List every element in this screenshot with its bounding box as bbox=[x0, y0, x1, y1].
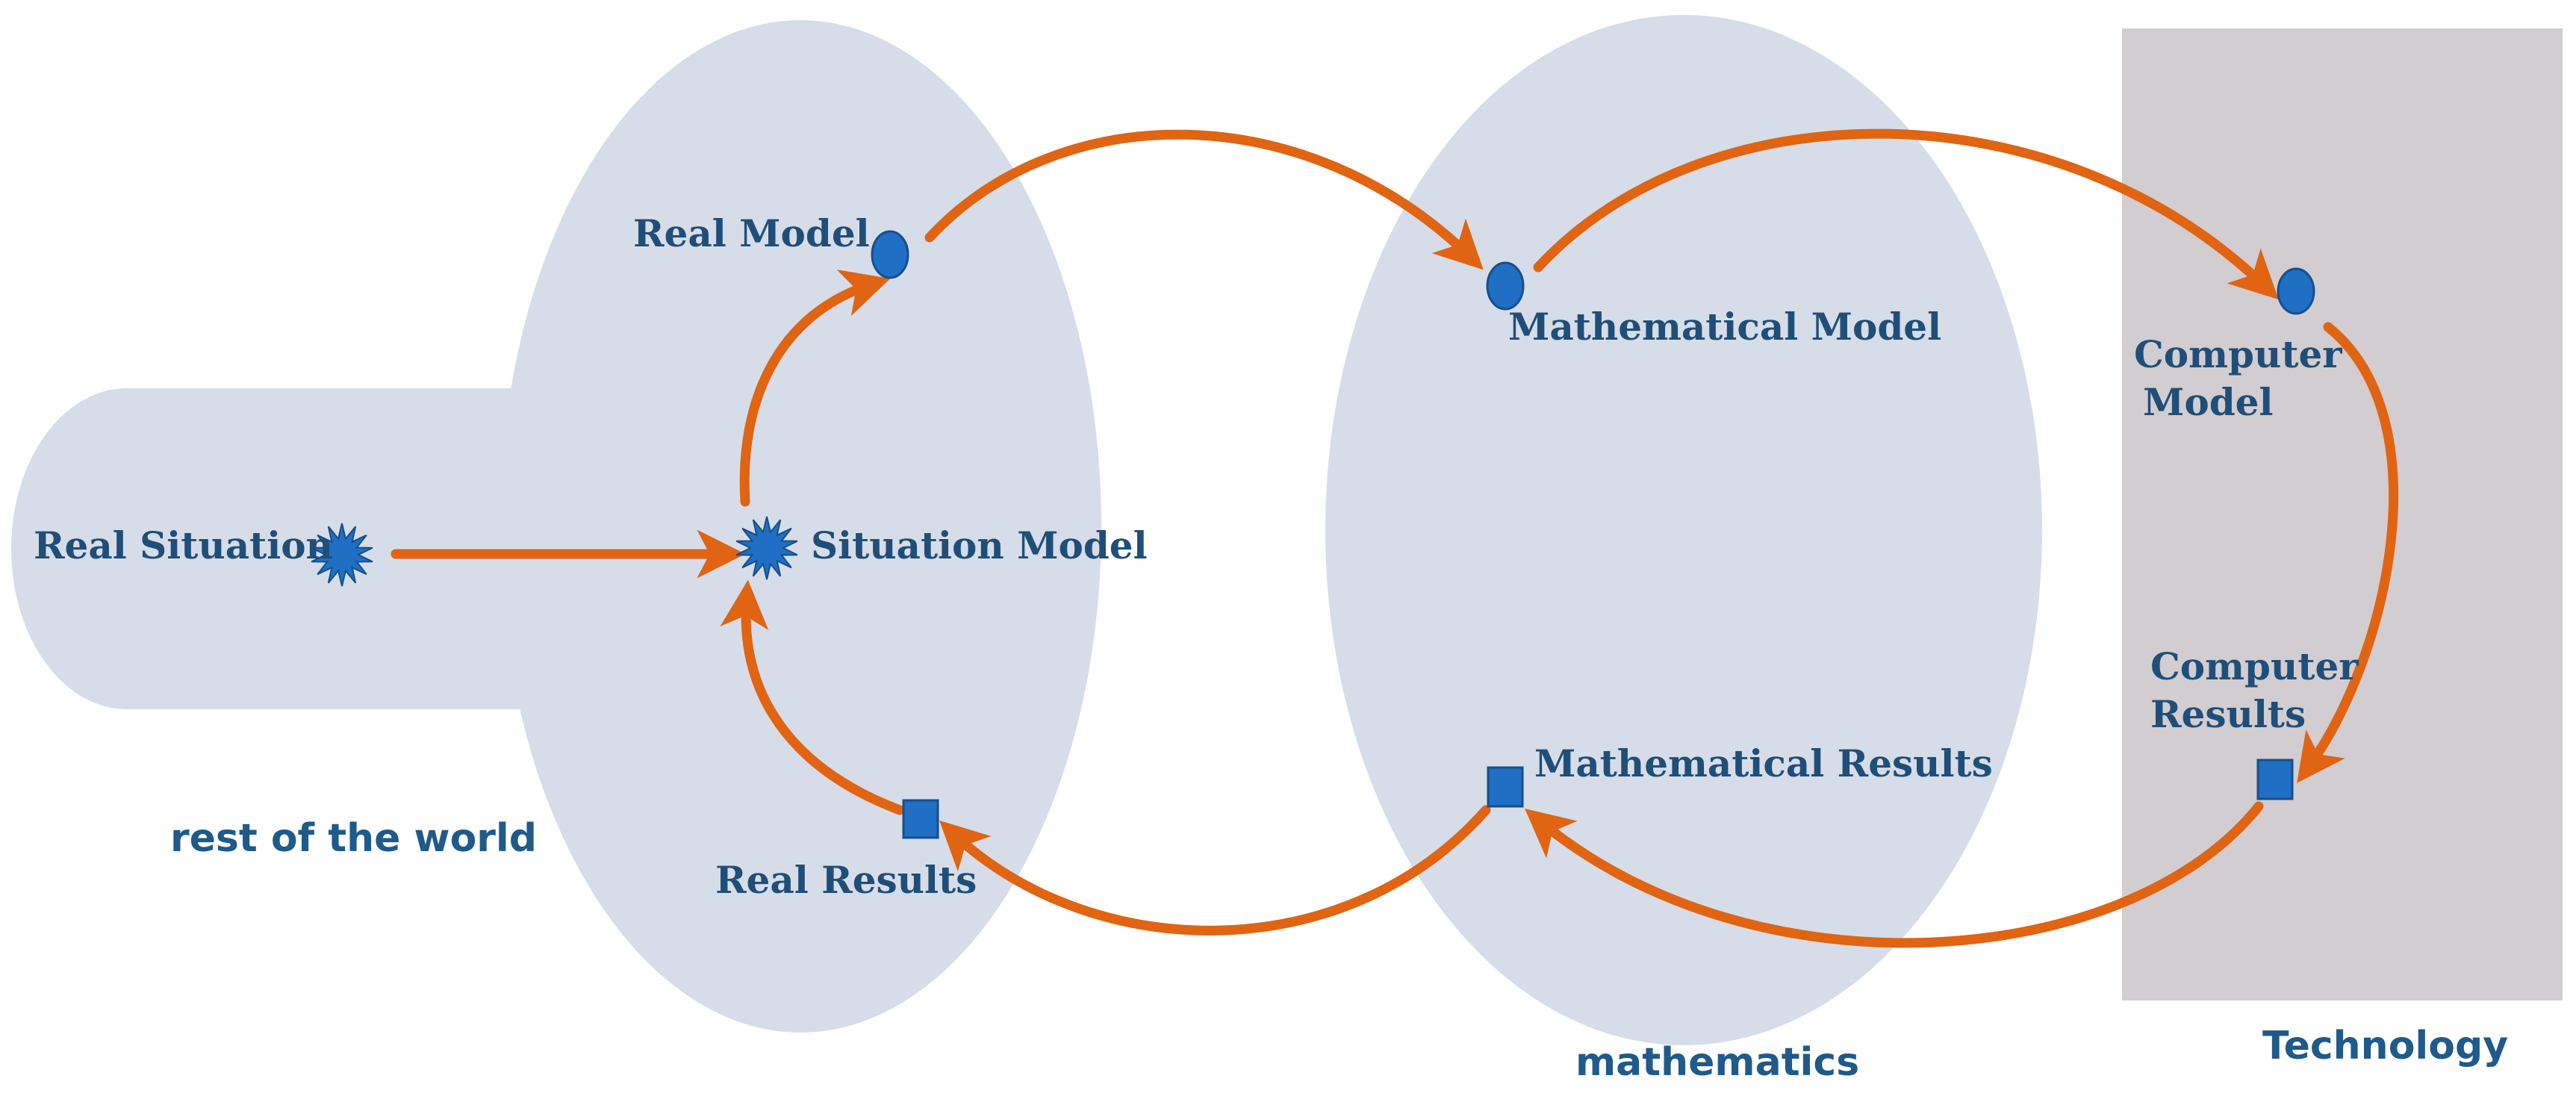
world-region-bar bbox=[11, 388, 567, 709]
world-region-label: rest of the world bbox=[170, 816, 537, 861]
arrow-mathematical-model-to-computer-model bbox=[1533, 128, 2279, 300]
real-model-label: Real Model bbox=[633, 211, 870, 255]
technology-region bbox=[2122, 28, 2563, 1000]
computer-model-label-line1: Computer bbox=[2134, 332, 2342, 376]
real-model-node bbox=[871, 230, 909, 279]
arrow-real-results-to-situation-model bbox=[720, 579, 905, 815]
situation-model-starburst-icon bbox=[735, 516, 798, 580]
computer-results-label-line1: Computer bbox=[2150, 644, 2359, 688]
mathematical-results-label: Mathematical Results bbox=[1534, 741, 1993, 785]
regions bbox=[11, 15, 2563, 1045]
real-situation-label: Real Situation bbox=[34, 523, 333, 567]
real-situation-starburst-icon bbox=[311, 523, 373, 587]
arrow-computer-results-to-mathematical-results bbox=[1525, 801, 2264, 948]
computer-results-node bbox=[2256, 759, 2294, 800]
mathematical-model-node bbox=[1486, 261, 1525, 311]
node-labels: Real Situation Situation Model Real Mode… bbox=[34, 211, 2359, 902]
technology-region-label: Technology bbox=[2262, 1024, 2508, 1068]
situation-model-label: Situation Model bbox=[811, 523, 1148, 567]
arrow-real-model-to-mathematical-model bbox=[924, 129, 1484, 270]
real-results-node bbox=[902, 799, 939, 839]
mathematical-results-node bbox=[1487, 766, 1524, 808]
nodes bbox=[311, 230, 2315, 839]
mathematics-region-label: mathematics bbox=[1575, 1040, 1859, 1085]
computer-results-label-line2: Results bbox=[2150, 692, 2306, 736]
arrow-mathematical-results-to-real-results bbox=[939, 805, 1491, 936]
region-labels: rest of the world mathematics Technology bbox=[170, 816, 2508, 1085]
arrow-situation-model-to-real-model bbox=[739, 270, 891, 507]
real-results-label: Real Results bbox=[715, 858, 977, 902]
world-region-ellipse bbox=[500, 20, 1101, 1033]
computer-model-label-line2: Model bbox=[2143, 380, 2273, 424]
mathematical-model-label: Mathematical Model bbox=[1508, 305, 1941, 349]
arrow-computer-model-to-computer-results bbox=[2297, 322, 2399, 783]
arrows bbox=[391, 128, 2399, 948]
computer-model-node bbox=[2277, 267, 2315, 315]
